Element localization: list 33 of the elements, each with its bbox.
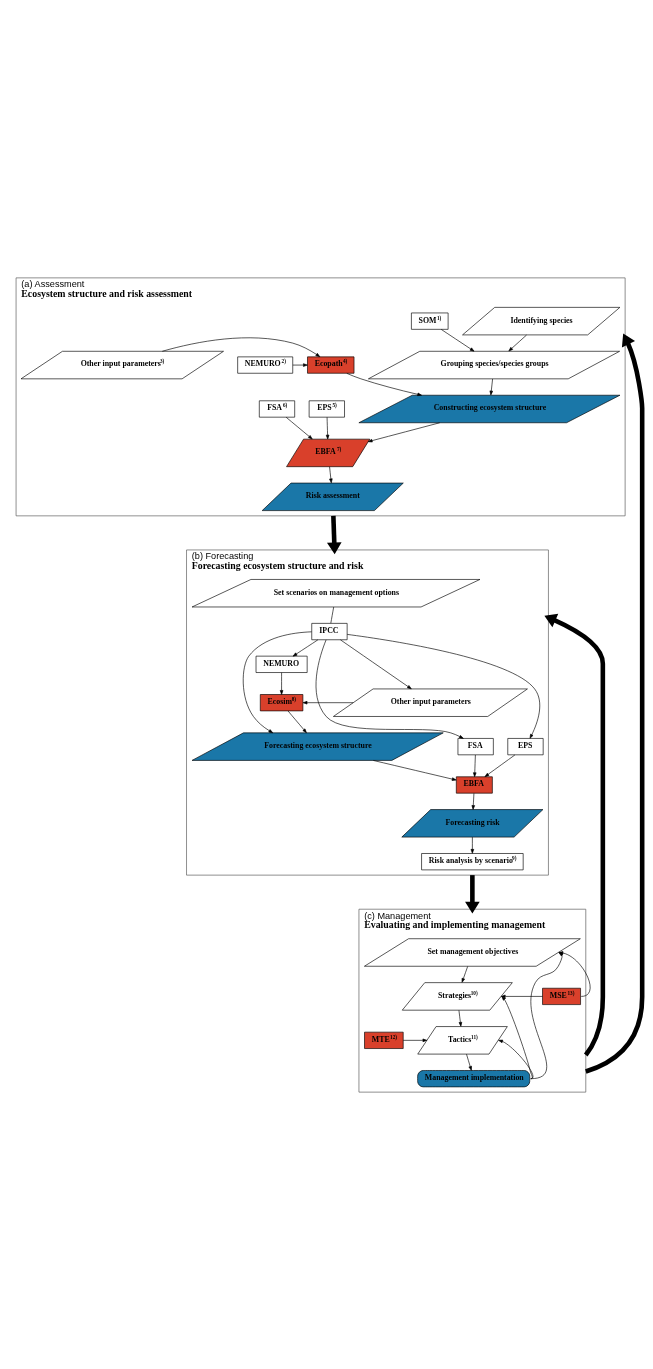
arrow (458, 1009, 463, 1027)
arrow (346, 372, 422, 396)
connector (330, 606, 334, 623)
arrow (471, 792, 475, 810)
arrow (367, 421, 441, 442)
arrow (161, 336, 321, 357)
arrow (465, 874, 480, 914)
arrow (373, 759, 457, 781)
arrow (325, 416, 330, 439)
arrow (585, 333, 645, 1074)
arrow (470, 836, 475, 854)
arrow (508, 334, 527, 351)
arrow (500, 994, 543, 998)
arrow (498, 1039, 534, 1079)
arrow (329, 466, 333, 483)
arrow (285, 416, 313, 439)
arrow (484, 754, 516, 777)
arrow (340, 639, 412, 689)
arrow (287, 710, 307, 733)
arrow (242, 631, 312, 733)
arrow (279, 671, 284, 695)
arrow (473, 754, 477, 777)
arrow (461, 965, 468, 983)
arrow (302, 700, 354, 704)
arrow (326, 515, 342, 554)
arrow (292, 639, 319, 656)
arrow (292, 362, 308, 367)
arrow (466, 1053, 472, 1071)
arrow (440, 328, 475, 351)
arrow (489, 378, 493, 395)
arrow (402, 1038, 428, 1042)
arrow (346, 633, 541, 739)
arrow (315, 639, 464, 739)
